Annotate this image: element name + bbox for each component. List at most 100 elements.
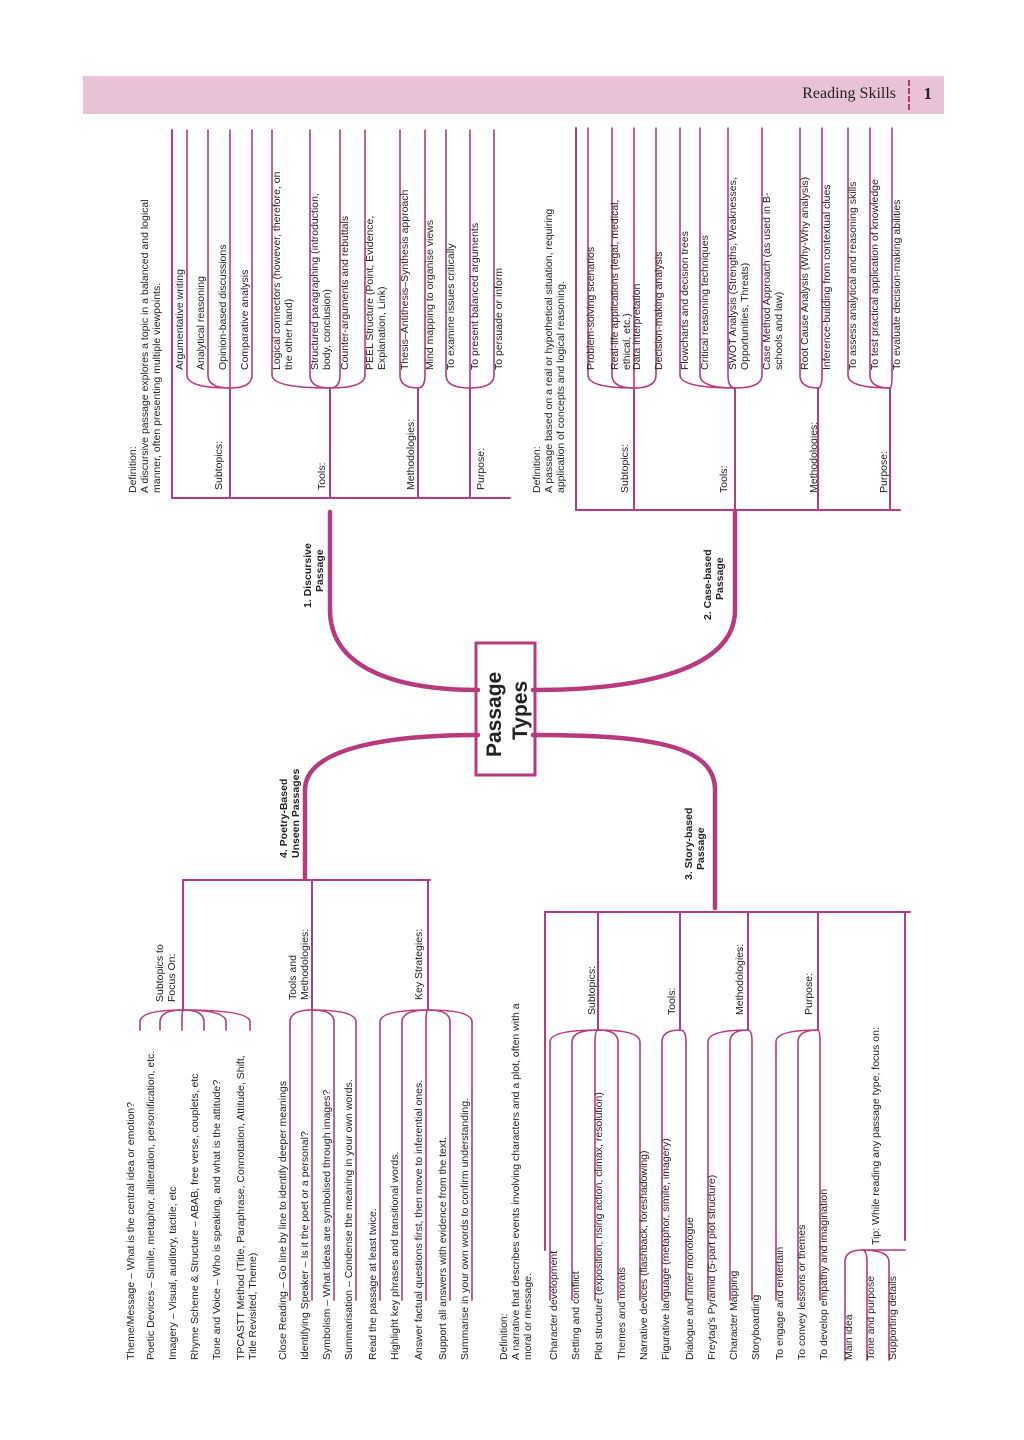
casebased-purpose-line	[889, 127, 893, 389]
casebased-tool: SWOT Analysis (Strengths, Weaknesses,	[727, 177, 739, 370]
poetry-strategy-line	[427, 1009, 473, 1301]
story-methodology-line	[729, 1029, 749, 1301]
center-node	[474, 641, 537, 777]
story-tip: Tone and purpose	[865, 1276, 877, 1360]
story-subtopics-label: Subtopics:	[586, 966, 598, 1015]
poetry-subtopic-line	[181, 1009, 184, 1031]
casebased-tools-label: Tools:	[718, 466, 730, 493]
casebased-subtopic-line	[633, 127, 657, 389]
story-tip-label: Tip: While reading any passage type, foc…	[870, 1027, 882, 1245]
discursive-methodology: Thesis–Antithesis–Synthesis approach	[399, 189, 411, 370]
casebased-methodology-line	[817, 127, 823, 389]
poetry-subtopic-line	[182, 1009, 251, 1031]
casebased-subtopic-line	[611, 127, 635, 389]
poetry-strategy: Support all answers with evidence from t…	[437, 1137, 449, 1360]
poetry-subtopic: Theme/Message – What is the central idea…	[125, 1102, 137, 1360]
poetry-tool: Summarisation – Condense the meaning in …	[343, 1079, 355, 1360]
trunk-story	[530, 732, 718, 911]
page-header: Reading Skills 1	[83, 76, 944, 114]
story-tools-label: Tools:	[666, 988, 678, 1015]
story-tip-line	[861, 1249, 890, 1361]
story-subtopic: Themes and morals	[616, 1267, 628, 1360]
discursive-definition: manner, often presenting multiple viewpo…	[151, 283, 163, 493]
story-methodology-line	[747, 1029, 753, 1301]
discursive-subtopic-line	[207, 129, 231, 389]
casebased-subtopic: Decision-making analysis	[653, 252, 665, 370]
story-definition: moral or message.	[522, 1273, 534, 1360]
casebased-tool: Critical reasoning techniques	[699, 235, 711, 370]
poetry-subtopic-line	[139, 1009, 184, 1031]
poetry-tool: Identifying Speaker – Is it the poet or …	[299, 1131, 311, 1360]
story-title: Passage	[695, 827, 707, 870]
casebased-methodology-line	[799, 127, 819, 389]
story-tool-line	[679, 1029, 687, 1301]
casebased-tool: Opportunities, Threats)	[739, 263, 751, 370]
discursive-subtopic: Analytical reasoning	[195, 276, 207, 370]
story-purpose-label: Purpose:	[803, 973, 815, 1015]
story-tool: Dialogue and inner monologue	[684, 1217, 696, 1360]
poetry-tool-line	[289, 1009, 313, 1301]
casebased-purpose-label: Purpose:	[878, 451, 890, 493]
trunk-poetry	[302, 732, 481, 881]
story-purpose: To convey lessons or themes	[796, 1225, 808, 1360]
casebased-title: 2. Case-based	[702, 549, 714, 620]
discursive-purpose-line	[445, 129, 471, 389]
poetry-subtopic-line	[159, 1009, 184, 1031]
casebased-tool-line	[699, 127, 736, 389]
casebased-definition: application of concepts and logical reas…	[555, 281, 567, 493]
center-title-line2: Types	[509, 681, 532, 740]
trunk-casebased	[530, 509, 738, 693]
poetry-tools-label: Methodologies:	[299, 929, 311, 1000]
casebased-subtopic: Problem-solving scenarios	[585, 247, 597, 370]
casebased-methodology: Inference-building from contextual clues	[821, 184, 833, 370]
discursive-methodology: Mind mapping to organise views	[424, 220, 436, 370]
casebased-purpose: To evaluate decision-making abilities	[891, 200, 903, 370]
story-definition: A narrative that describes events involv…	[510, 1003, 522, 1360]
discursive-methodology-line	[417, 129, 426, 389]
discursive-tool-line	[271, 129, 331, 389]
poetry-strategy-line	[401, 1009, 429, 1301]
discursive-subtopic: Comparative analysis	[239, 270, 251, 370]
poetry-subtopic-line	[182, 1009, 205, 1031]
story-tip-line	[844, 1249, 863, 1361]
story-purpose-line	[817, 1029, 821, 1301]
casebased-subtopic: ethical, etc.)	[621, 313, 633, 370]
story-tool: Figurative language (metaphor, simile, i…	[660, 1138, 672, 1360]
discursive-tool: Counter-arguments and rebuttals	[339, 216, 351, 370]
discursive-purpose-line	[469, 129, 495, 389]
section-title: Reading Skills	[802, 85, 896, 102]
story-definition-heading: Definition:	[498, 1313, 510, 1360]
discursive-tool: Explanation, Link)	[376, 287, 388, 370]
discursive-subtopic-line	[229, 129, 253, 389]
poetry-tools-label: Tools and	[287, 955, 299, 1000]
discursive-definition-heading: Definition:	[127, 446, 139, 493]
discursive-purpose-label: Purpose:	[475, 448, 487, 490]
poetry-subtopic: Tone and Voice – Who is speaking, and wh…	[211, 1080, 223, 1360]
story-subtopic: Setting and conflict	[570, 1271, 582, 1360]
story-purpose: To engage and entertain	[774, 1247, 786, 1360]
discursive-subtopic: Opinion-based discussions	[217, 245, 229, 371]
discursive-purpose: To persuade or inform	[493, 268, 505, 370]
story-tip: Main idea	[843, 1314, 855, 1360]
discursive-tool-line	[329, 129, 366, 389]
story-title: 3. Story-based	[683, 808, 695, 880]
story-subtopic-line	[597, 1029, 641, 1301]
discursive-purpose: To examine issues critically	[445, 243, 457, 370]
poetry-subtopics-label: Subtopics to	[154, 944, 166, 1002]
story-methodology: Character Mapping	[728, 1271, 740, 1360]
discursive-purpose: To present balanced arguments	[469, 223, 481, 370]
poetry-subtopic: Rhyme Scheme & Structure – ABAB, free ve…	[189, 1073, 201, 1360]
casebased-definition: A passage based on a real or hypothetica…	[543, 209, 555, 493]
poetry-subtopic: TPCASTT Method (Title, Paraphrase, Conno…	[235, 1055, 247, 1360]
poetry-subtopic: Title Revisited, Theme)	[247, 1253, 259, 1360]
poetry-tool-line	[311, 1009, 357, 1301]
story-subtopic: Character development	[548, 1251, 560, 1360]
poetry-strategy: Highlight key phrases and transitional w…	[389, 1152, 401, 1360]
casebased-title: Passage	[714, 557, 726, 600]
poetry-strategy: Answer factual questions first, then mov…	[413, 1080, 425, 1360]
poetry-key-strategies-label: Key Strategies:	[413, 929, 425, 1000]
poetry-title: 4. Poetry-Based	[278, 779, 290, 858]
poetry-tool: Close Reading – Go line by line to ident…	[277, 1081, 289, 1360]
casebased-purpose: To assess analytical and reasoning skill…	[847, 181, 859, 370]
casebased-tool-line	[734, 127, 763, 389]
